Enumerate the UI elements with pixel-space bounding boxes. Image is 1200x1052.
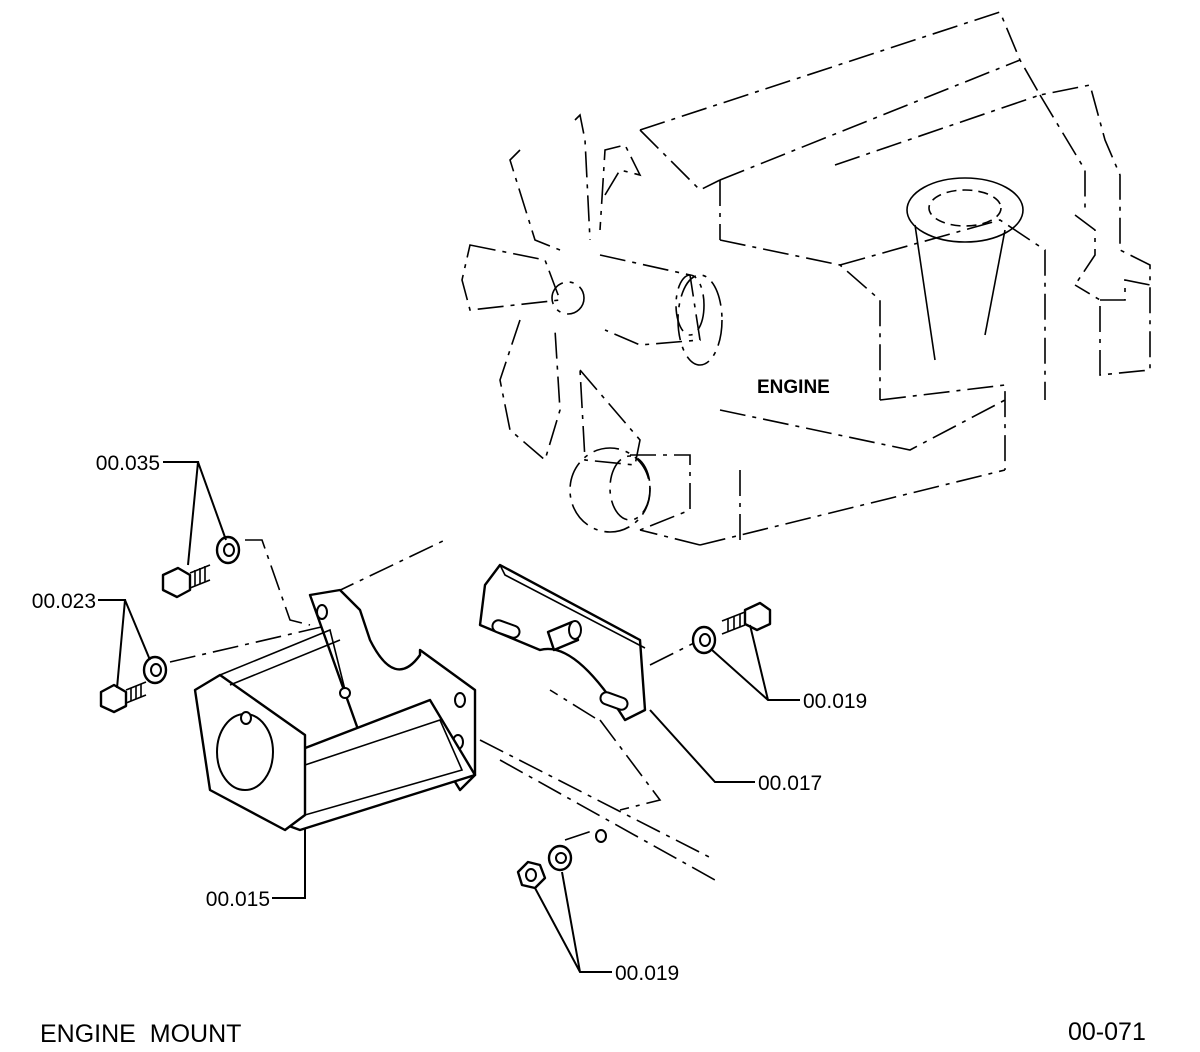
callout-00-019-bottom: 00.019 bbox=[615, 962, 679, 985]
engine-label: ENGINE bbox=[757, 377, 830, 398]
bolt-upper bbox=[161, 564, 211, 599]
bolt-right bbox=[721, 601, 772, 635]
diagram-title: ENGINE MOUNT bbox=[40, 1020, 241, 1048]
callout-00-017: 00.017 bbox=[758, 772, 822, 795]
bolt-lower bbox=[99, 681, 147, 714]
engine-outline bbox=[461, 11, 1151, 546]
washer-lower bbox=[142, 655, 168, 685]
callout-00-023: 00.023 bbox=[32, 590, 96, 613]
nut-bottom bbox=[516, 860, 547, 890]
engine-mount-bracket bbox=[193, 588, 477, 832]
washer-upper bbox=[215, 535, 241, 565]
mounting-plate bbox=[478, 563, 647, 722]
leader-lines bbox=[98, 461, 800, 973]
washer-right bbox=[691, 625, 717, 655]
washer-bottom bbox=[547, 844, 573, 872]
callout-00-019-right: 00.019 bbox=[803, 690, 867, 713]
callout-00-035: 00.035 bbox=[96, 452, 160, 475]
callout-00-015: 00.015 bbox=[206, 888, 270, 911]
frame-phantom-lines bbox=[169, 539, 716, 881]
page-code: 00-071 bbox=[1068, 1018, 1146, 1046]
plate-hole-small bbox=[595, 829, 607, 843]
